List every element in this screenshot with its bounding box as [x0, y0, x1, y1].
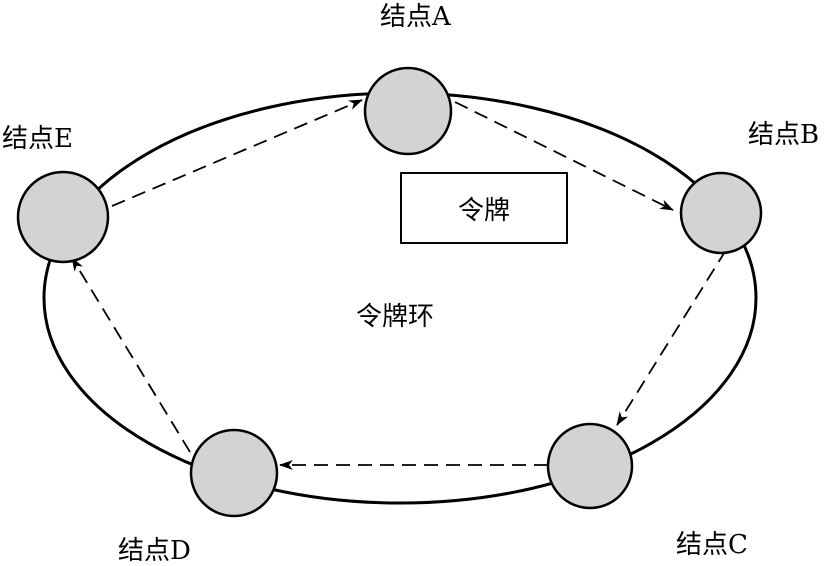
node-a-label: 结点A [380, 2, 451, 32]
node-e-circle [16, 170, 110, 264]
arrow-e-to-a [111, 99, 363, 207]
node-d-circle [189, 428, 279, 518]
arrow-a-to-b [454, 101, 674, 211]
node-d-label: 结点D [118, 536, 191, 566]
node-b-label: 结点B [748, 120, 820, 150]
node-c-label: 结点C [676, 530, 748, 560]
node-e-label: 结点E [2, 124, 73, 154]
node-c-circle [546, 422, 634, 510]
node-a-circle [363, 66, 453, 156]
arrow-d-to-e [71, 257, 191, 453]
ring-label: 令牌环 [356, 302, 435, 332]
arrow-b-to-c [616, 249, 727, 426]
token-box: 令牌 [400, 172, 568, 244]
node-b-circle [679, 171, 763, 255]
token-label: 令牌 [457, 195, 510, 226]
